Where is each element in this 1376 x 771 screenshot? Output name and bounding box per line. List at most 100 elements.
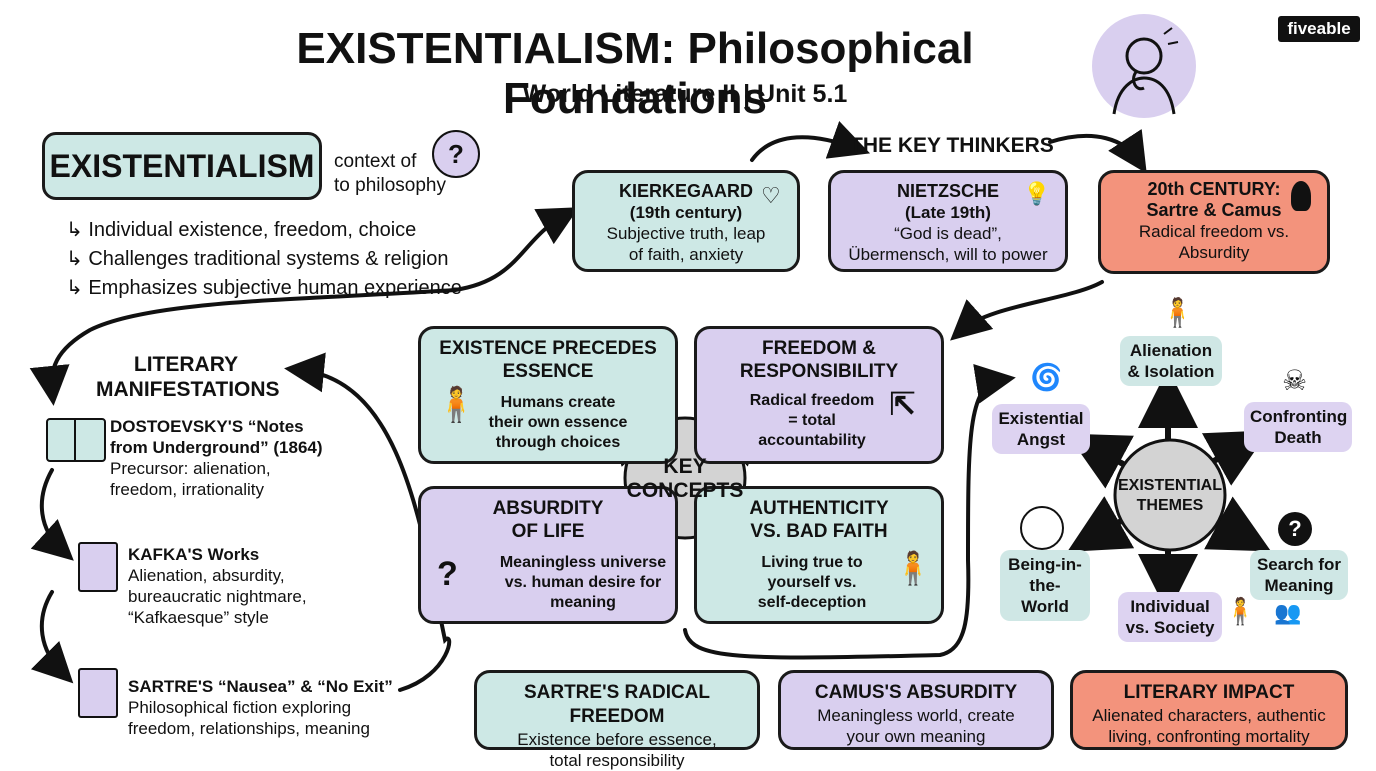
summary-sartre-desc-1: Existence before essence, <box>517 730 717 749</box>
dostoevsky-title-1: DOSTOEVSKY'S “Notes <box>110 417 304 436</box>
question-bubble-icon: ? <box>432 130 480 178</box>
nietzsche-desc-1: “God is dead”, <box>894 224 1002 243</box>
authenticity-title-1: AUTHENTICITY <box>749 498 889 519</box>
context-text: context of to philosophy <box>334 150 446 198</box>
existence-title-1: EXISTENCE PRECEDES <box>439 338 657 359</box>
freedom-desc-3: accountability <box>758 432 866 449</box>
arrow-icon: ↳ <box>66 277 89 299</box>
crowd-icon: 👥 <box>1274 600 1302 625</box>
literary-item-sartre: SARTRE'S “Nausea” & “No Exit” Philosophi… <box>128 676 393 739</box>
skull-icon: ☠ <box>1282 365 1308 396</box>
summary-impact-desc-2: living, confronting mortality <box>1108 727 1310 746</box>
theme-search-1: Search for <box>1256 555 1342 574</box>
theme-alienation: Alienation & Isolation <box>1120 336 1222 386</box>
pointing-person-icon: 🧍 <box>435 386 478 424</box>
intro-bullet: ↳ Emphasizes subjective human experience <box>66 274 462 303</box>
key-concepts-label: KEY CONCEPTS <box>625 455 745 503</box>
page-title: EXISTENTIALISM: Philosophical Foundation… <box>296 24 974 123</box>
authenticity-desc-1: Living true to <box>761 554 863 571</box>
intro-bullets: ↳ Individual existence, freedom, choice … <box>66 216 462 303</box>
nietzsche-era: (Late 19th) <box>905 203 991 222</box>
key-concepts-line-1: KEY <box>663 455 707 478</box>
kafka-desc-2: bureaucratic nightmare, <box>128 587 307 606</box>
kierkegaard-era: (19th century) <box>629 203 743 222</box>
theme-death-2: Death <box>1274 428 1322 447</box>
sartre-works-desc-1: Philosophical fiction exploring <box>128 698 352 717</box>
summary-camus-title: CAMUS'S ABSURDITY <box>814 682 1018 703</box>
sartre-works-desc-2: freedom, relationships, meaning <box>128 719 370 738</box>
thinker-avatar-icon <box>1092 14 1196 118</box>
theme-death: Confronting Death <box>1244 402 1352 452</box>
existentialism-label: EXISTENTIALISM <box>42 132 322 200</box>
themes-center-2: THEMES <box>1136 497 1204 514</box>
intro-bullet: ↳ Individual existence, freedom, choice <box>66 216 462 245</box>
freedom-desc-1: Radical freedom <box>749 392 875 409</box>
authenticity-desc-3: self-deception <box>757 594 867 611</box>
kierkegaard-name: KIERKEGAARD <box>618 181 753 201</box>
authenticity-desc-2: yourself vs. <box>767 574 857 591</box>
existence-desc-1: Humans create <box>500 394 616 411</box>
theme-being-2: the-World <box>1021 576 1069 616</box>
theme-death-1: Confronting <box>1250 407 1348 426</box>
theme-being-1: Being-in- <box>1008 555 1082 574</box>
profile-head-icon <box>1291 181 1311 211</box>
dostoevsky-desc-1: Precursor: alienation, <box>110 459 271 478</box>
theme-angst: Existential Angst <box>992 404 1090 454</box>
context-line-2: to philosophy <box>334 175 446 196</box>
nietzsche-desc-2: Übermensch, will to power <box>848 245 1048 264</box>
thinkers-heading: THE KEY THINKERS <box>850 134 1054 157</box>
globe-person-icon <box>1020 506 1064 550</box>
theme-alienation-2: & Isolation <box>1127 362 1215 381</box>
kafka-title: KAFKA'S Works <box>128 545 260 564</box>
modern-name: 20th CENTURY: <box>1147 179 1281 199</box>
sartre-works-title: SARTRE'S “Nausea” & “No Exit” <box>128 677 393 696</box>
intro-bullet-text: Individual existence, freedom, choice <box>88 219 417 241</box>
key-concepts-line-2: CONCEPTS <box>626 479 744 502</box>
lightbulb-icon: 💡 <box>1023 181 1051 206</box>
literary-item-kafka: KAFKA'S Works Alienation, absurdity, bur… <box>128 544 307 628</box>
open-book-icon <box>46 418 106 462</box>
dostoevsky-title-2: from Underground” (1864) <box>110 438 323 457</box>
standing-person-icon: 🧍 <box>1160 297 1195 328</box>
freedom-desc-2: = total <box>788 412 836 429</box>
summary-impact-desc-1: Alienated characters, authentic <box>1092 706 1326 725</box>
literary-item-dostoevsky: DOSTOEVSKY'S “Notes from Underground” (1… <box>110 416 323 500</box>
page-subtitle: World Literature II | Unit 5.1 <box>522 80 848 108</box>
concept-absurdity: ABSURDITY OF LIFE Meaningless universe v… <box>418 486 678 624</box>
crossroads-person-icon: ⇱ <box>889 386 916 422</box>
heart-icon: ♡ <box>761 183 781 208</box>
authenticity-title-2: VS. BAD FAITH <box>750 521 888 542</box>
concept-authenticity: AUTHENTICITY VS. BAD FAITH Living true t… <box>694 486 944 624</box>
summary-sartre-desc-2: total responsibility <box>549 751 685 770</box>
intro-bullet-text: Challenges traditional systems & religio… <box>88 248 449 270</box>
book-icon-kafka <box>78 542 118 592</box>
context-line-1: context of <box>334 151 417 172</box>
absurdity-desc-3: meaning <box>550 594 616 611</box>
theme-individual-1: Individual <box>1130 597 1210 616</box>
summary-sartre-title: SARTRE'S RADICAL FREEDOM <box>523 682 711 727</box>
existence-title-2: ESSENCE <box>502 361 594 382</box>
concept-freedom: FREEDOM & RESPONSIBILITY Radical freedom… <box>694 326 944 464</box>
kierkegaard-desc-1: Subjective truth, leap <box>606 224 766 243</box>
mirror-person-icon: 🧍 <box>893 550 933 586</box>
absurdity-title-1: ABSURDITY <box>492 498 604 519</box>
theme-search: Search for Meaning <box>1250 550 1348 600</box>
kierkegaard-card: KIERKEGAARD (19th century) Subjective tr… <box>572 170 800 272</box>
kafka-desc-1: Alienation, absurdity, <box>128 566 285 585</box>
lone-person-icon: 🧍 <box>1224 596 1257 626</box>
themes-circle <box>1113 438 1227 552</box>
modern-desc-1: Radical freedom vs. <box>1138 222 1290 241</box>
kierkegaard-desc-2: of faith, anxiety <box>628 245 744 264</box>
literary-heading-2: MANIFESTATIONS <box>96 378 280 401</box>
themes-center-1: EXISTENTIAL <box>1117 477 1222 494</box>
theme-angst-2: Angst <box>1016 430 1066 449</box>
theme-angst-1: Existential <box>998 409 1084 428</box>
brand-logo[interactable]: fiveable <box>1278 16 1360 42</box>
theme-search-2: Meaning <box>1264 576 1334 595</box>
existence-desc-2: their own essence <box>488 414 628 431</box>
intro-bullet: ↳ Challenges traditional systems & relig… <box>66 245 462 274</box>
modern-era: Sartre & Camus <box>1146 200 1282 220</box>
absurdity-desc-1: Meaningless universe <box>499 554 667 571</box>
summary-camus-desc-2: your own meaning <box>846 727 986 746</box>
intro-bullet-text: Emphasizes subjective human experience <box>88 277 462 299</box>
